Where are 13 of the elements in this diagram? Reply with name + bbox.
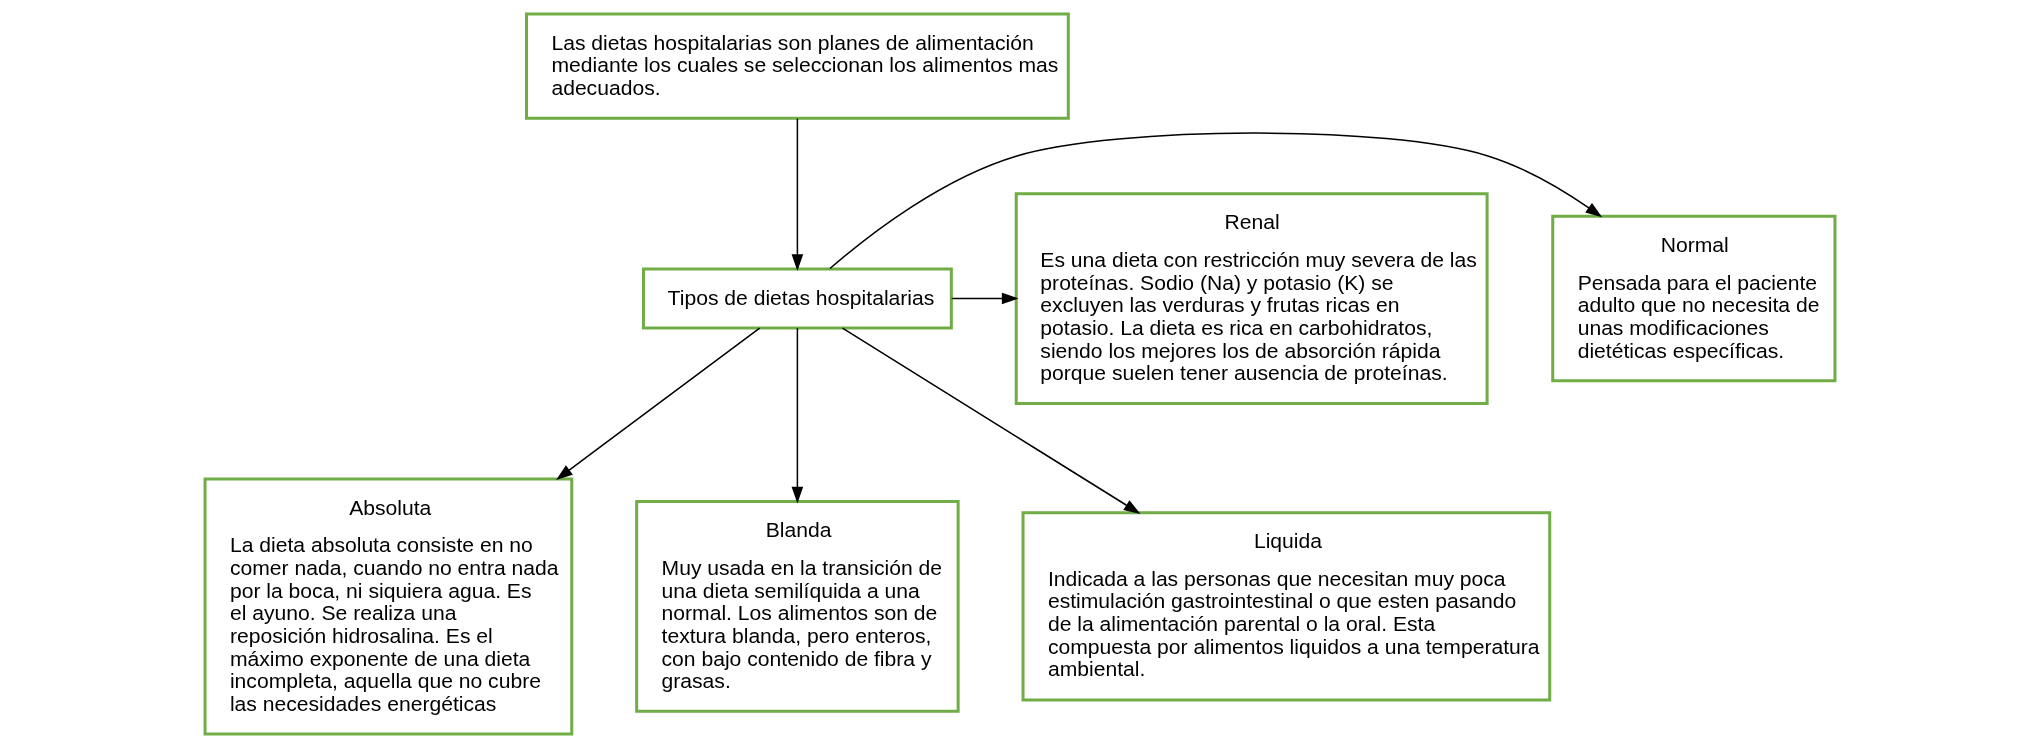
node-box: Absoluta La dieta absoluta consiste en no comer nada, cuando no entra nada por la boca, ni siquiera agua. Es el ayuno. Se realiza una reposición hidrosalina. Es el máximo exponente de una dieta incompleta, aquella que no cubre las necesidades energéticas — [203, 477, 574, 736]
arrow — [556, 327, 761, 480]
node-box: Blanda Muy usada en la transición de una dieta semilíquida a una normal. Los alimentos son de textura blanda, pero enteros, con bajo contenido de fibra y grasas. — [635, 500, 960, 713]
arrow — [791, 117, 804, 271]
node-box: Las dietas hospitalarias son planes de alimentación mediante los cuales se seleccionan los alimentos mas adecuados. — [525, 12, 1070, 120]
arrow — [829, 132, 1603, 270]
arrow — [951, 292, 1019, 305]
arrow — [791, 327, 804, 504]
node-box: Liquida Indicada a las personas que necesitan muy poca estimulación gastrointestinal o que esten pasando de la alimentación parental o la oral. Esta compuesta por alimentos liquidos a una temperatura ambiental. — [1021, 511, 1552, 702]
node-box: Normal Pensada para el paciente adulto que no necesita de unas modificaciones dietéticas específicas. — [1551, 214, 1837, 383]
arrow — [841, 327, 1141, 514]
node-box: Renal Es una dieta con restricción muy severa de las proteínas. Sodio (Na) y potasio (K) se excluyen las verduras y frutas ricas en potasio. La dieta es rica en carbohidratos, siendo los mejores los de absorción rápida porque suelen tener ausencia de proteínas. — [1014, 192, 1489, 405]
node-box: Tipos de dietas hospitalarias — [641, 267, 953, 330]
